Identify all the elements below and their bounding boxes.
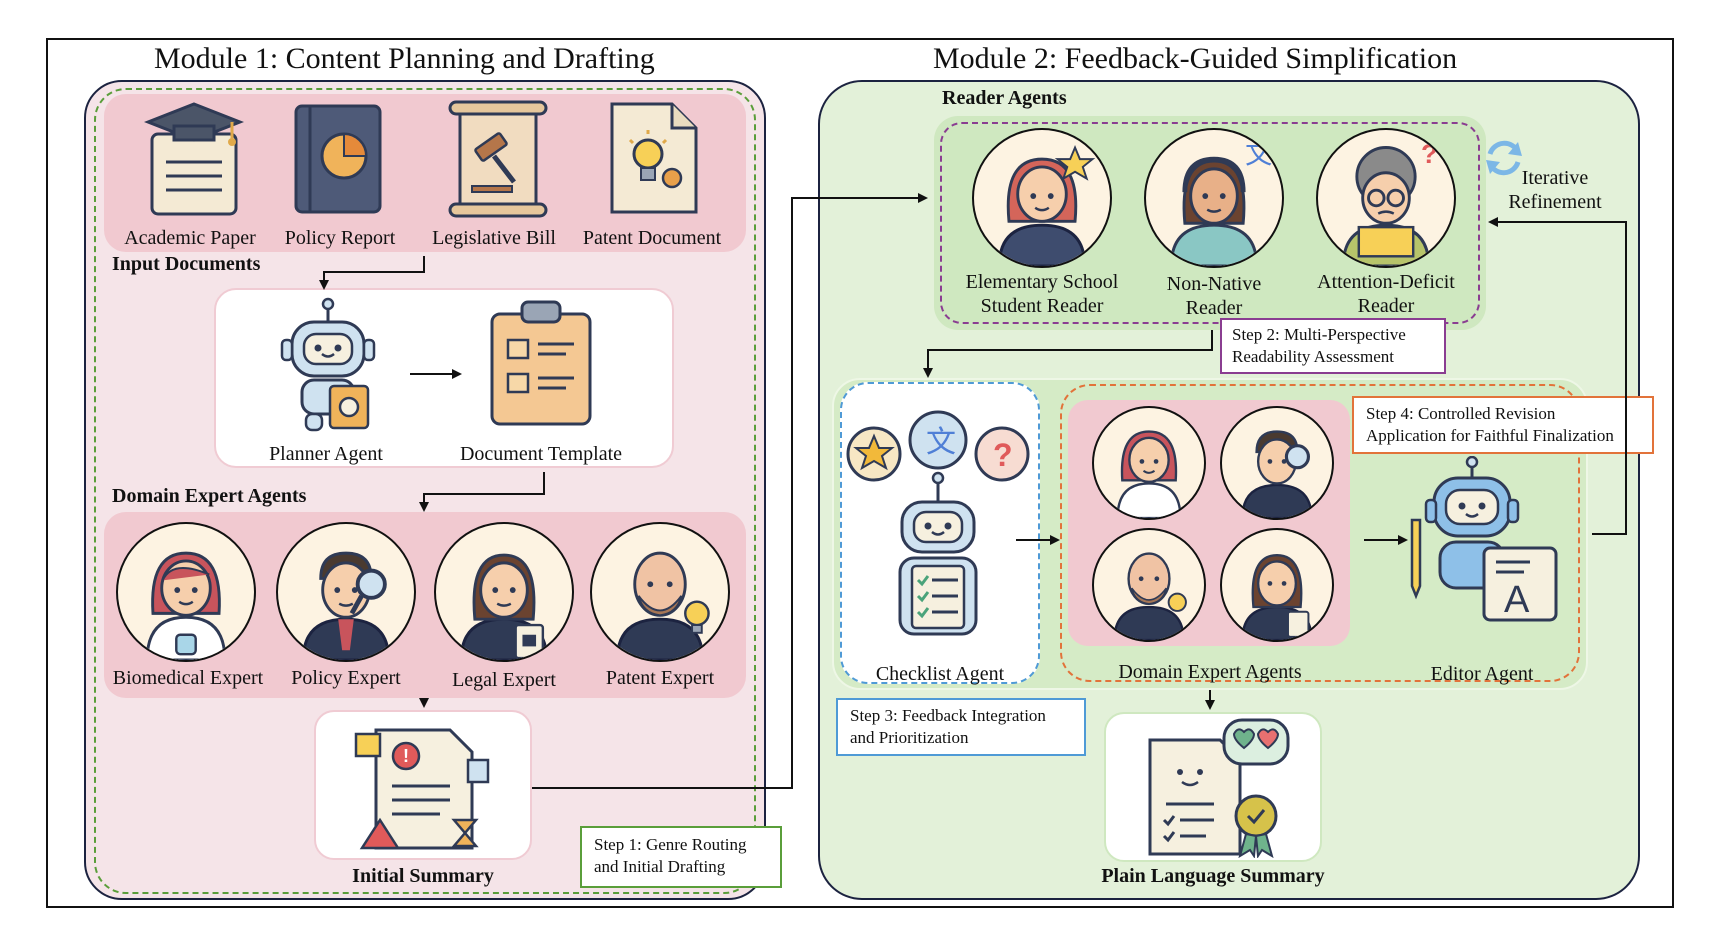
m2-domain-expert-agents-label: Domain Expert Agents [1118,661,1302,683]
step2-line1: Step 2: Multi-Perspective [1232,325,1406,344]
step2-line2: Readability Assessment [1232,347,1394,366]
step4-line2: Application for Faithful Finalization [1366,426,1614,445]
editor-agent-icon: A [1400,456,1566,622]
step3-box: Step 3: Feedback Integration and Priorit… [836,698,1086,756]
academic-paper-icon [144,100,244,218]
reader-label-non-native: Non-Native Reader [1140,272,1288,320]
svg-text:!: ! [403,746,409,766]
initial-summary-label: Initial Summary [352,865,494,887]
reader-label-non-native-line1: Non-Native [1166,273,1262,295]
initial-summary-icon: ! [350,716,494,854]
m2-legal-expert-avatar [1220,528,1334,642]
svg-text:?: ? [1421,138,1438,169]
editor-agent-label: Editor Agent [1430,663,1534,685]
module2-title: Module 2: Feedback-Guided Simplification [933,42,1458,75]
reader-label-attention-deficit-line1: Attention-Deficit [1317,271,1455,293]
iterative-refinement-line2: Refinement [1508,191,1602,213]
non-native-reader-avatar: 文 [1144,128,1284,268]
step1-line1: Step 1: Genre Routing [594,835,747,854]
step3-line2: and Prioritization [850,728,969,747]
checklist-agent-label: Checklist Agent [875,663,1005,685]
patent-expert-avatar [590,522,730,662]
legal-expert-avatar [434,522,574,662]
outer-frame [46,38,1674,908]
iterative-refinement-label: Iterative Refinement [1500,166,1610,214]
expert-label-biomedical: Biomedical Expert [112,667,264,689]
doc-label-academic-paper: Academic Paper [124,227,256,249]
step1-line2: and Initial Drafting [594,857,726,876]
expert-label-patent: Patent Expert [605,667,715,689]
reader-label-attention-deficit-line2: Reader [1357,295,1415,317]
reader-agents-label: Reader Agents [942,87,1067,109]
refresh-icon [1482,136,1526,180]
iterative-refinement-line1: Iterative [1521,167,1589,189]
step1-box: Step 1: Genre Routing and Initial Drafti… [580,826,782,888]
reader-label-attention-deficit: Attention-Deficit Reader [1300,270,1472,318]
module1-title: Module 1: Content Planning and Drafting [154,42,655,75]
input-documents-label: Input Documents [112,253,261,275]
svg-text:?: ? [993,437,1013,473]
patent-document-icon [608,100,700,216]
svg-text:文: 文 [1245,139,1272,170]
legislative-bill-icon [442,100,552,218]
pls-icon [1144,716,1294,858]
reader-label-elementary-line2: Student Reader [980,295,1104,317]
step4-line1: Step 4: Controlled Revision [1366,404,1556,423]
reader-label-elementary: Elementary School Student Reader [956,270,1128,318]
planner-robot-icon [278,296,384,432]
m2-patent-expert-avatar [1092,528,1206,642]
attention-deficit-reader-avatar: ? [1316,128,1456,268]
doc-label-patent-document: Patent Document [582,227,722,249]
policy-expert-avatar [276,522,416,662]
svg-text:A: A [1504,579,1530,621]
domain-expert-agents-label-m1: Domain Expert Agents [112,485,307,507]
reader-agents-dashed-border [940,122,1480,324]
reader-label-elementary-line1: Elementary School [965,271,1119,293]
svg-text:文: 文 [926,425,956,460]
doc-label-legislative-bill: Legislative Bill [432,227,556,249]
reader-label-non-native-line2: Reader [1185,297,1243,319]
step3-line1: Step 3: Feedback Integration [850,706,1046,725]
pls-label: Plain Language Summary [1101,865,1325,887]
m2-policy-expert-avatar [1220,406,1334,520]
policy-report-icon [292,102,384,216]
expert-label-legal: Legal Expert [452,669,556,691]
doc-label-policy-report: Policy Report [284,227,396,249]
biomedical-expert-avatar [116,522,256,662]
step4-box: Step 4: Controlled Revision Application … [1352,396,1654,454]
m2-biomedical-expert-avatar [1092,406,1206,520]
expert-label-policy: Policy Expert [291,667,401,689]
elementary-reader-avatar [972,128,1112,268]
document-template-icon [486,298,596,428]
checklist-agent-icon: 文 ? [842,408,1038,638]
planner-agent-label: Planner Agent [269,443,383,465]
step2-box: Step 2: Multi-Perspective Readability As… [1220,318,1446,374]
document-template-label: Document Template [459,443,623,465]
